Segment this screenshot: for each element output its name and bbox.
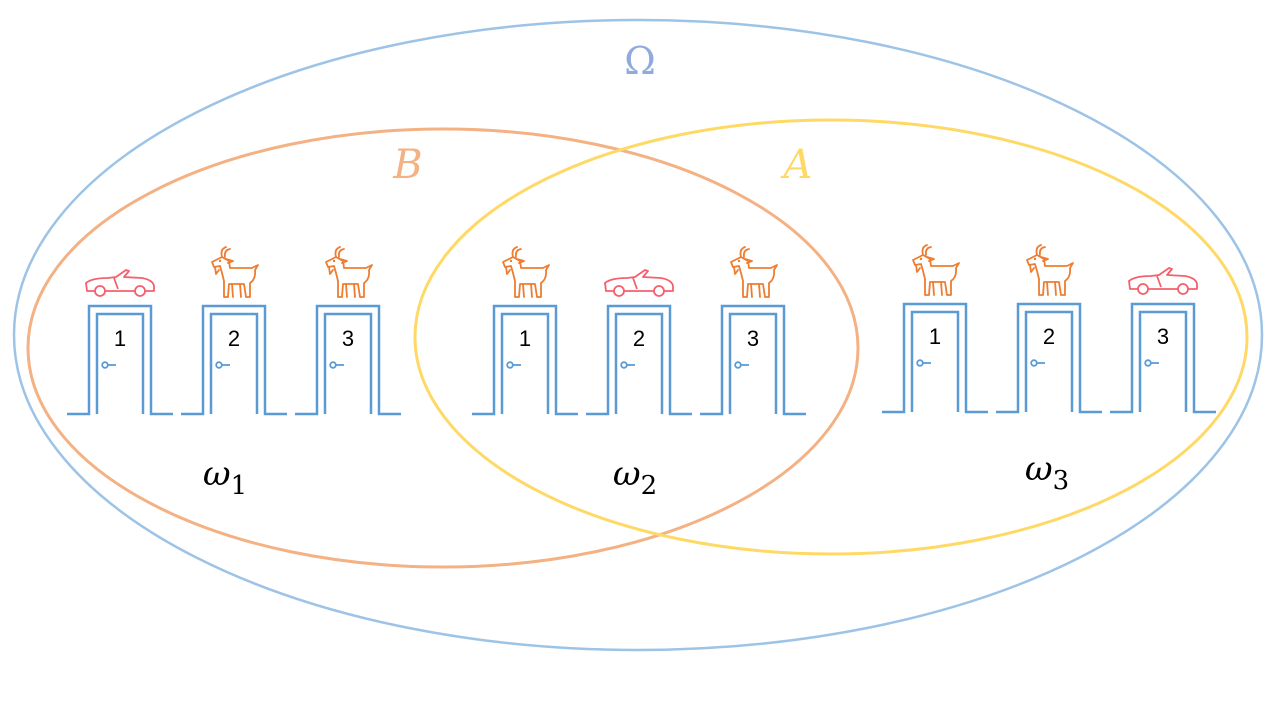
set-b-label: B <box>392 142 422 188</box>
car-icon <box>1128 267 1198 295</box>
door-frame <box>472 304 578 416</box>
door-knob <box>916 359 924 367</box>
door-number: 3 <box>342 326 354 351</box>
outcome-symbol: ω <box>1025 449 1053 489</box>
outcome-symbol: ω <box>613 454 641 494</box>
door-panel <box>95 312 145 414</box>
door-number: 2 <box>633 326 645 351</box>
door: 3 <box>1110 302 1216 414</box>
door-number: 1 <box>114 326 126 351</box>
door-frame <box>181 304 287 416</box>
door-number: 1 <box>929 324 941 349</box>
door-panel <box>323 312 373 414</box>
door: 3 <box>700 304 806 416</box>
omega-sample-space-ellipse <box>12 18 1264 652</box>
outcome-label-1: ω1 <box>203 454 247 501</box>
door-panel <box>614 312 664 414</box>
door-knob <box>506 361 514 369</box>
outcome-label-3: ω3 <box>1025 449 1069 496</box>
door-frame <box>996 302 1102 414</box>
door-panel <box>1138 310 1188 412</box>
door-panel <box>209 312 259 414</box>
door-number: 3 <box>747 326 759 351</box>
goat-icon <box>730 246 778 298</box>
door-knob <box>1144 359 1152 367</box>
door-knob <box>101 361 109 369</box>
door-panel <box>728 312 778 414</box>
door-knob <box>329 361 337 369</box>
door-panel <box>910 310 960 412</box>
door-frame <box>1110 302 1216 414</box>
door-frame <box>67 304 173 416</box>
goat-icon <box>325 246 373 298</box>
door-number: 1 <box>519 326 531 351</box>
door-knob <box>620 361 628 369</box>
door: 1 <box>67 304 173 416</box>
door-frame <box>295 304 401 416</box>
outcome-symbol: ω <box>203 454 231 494</box>
set-a-ellipse <box>413 118 1249 556</box>
goat-icon <box>1026 244 1074 296</box>
door-frame <box>882 302 988 414</box>
goat-icon <box>211 246 259 298</box>
omega-label: Ω <box>624 39 656 83</box>
door-frame <box>700 304 806 416</box>
door-frame <box>586 304 692 416</box>
door-knob <box>734 361 742 369</box>
door-panel <box>1024 310 1074 412</box>
door: 3 <box>295 304 401 416</box>
car-icon <box>85 269 155 297</box>
door: 1 <box>472 304 578 416</box>
set-a-label: A <box>780 142 813 188</box>
outcome-subscript: 1 <box>231 471 248 501</box>
goat-icon <box>912 244 960 296</box>
door-number: 2 <box>228 326 240 351</box>
door: 1 <box>882 302 988 414</box>
door: 2 <box>181 304 287 416</box>
door: 2 <box>586 304 692 416</box>
door-knob <box>215 361 223 369</box>
door-number: 3 <box>1157 324 1169 349</box>
door-panel <box>500 312 550 414</box>
set-b-ellipse <box>26 127 860 569</box>
outcome-subscript: 3 <box>1053 466 1070 496</box>
door-number: 2 <box>1043 324 1055 349</box>
outcome-subscript: 2 <box>641 471 658 501</box>
goat-icon <box>502 246 550 298</box>
car-icon <box>604 269 674 297</box>
door: 2 <box>996 302 1102 414</box>
outcome-label-2: ω2 <box>613 454 657 501</box>
door-knob <box>1030 359 1038 367</box>
